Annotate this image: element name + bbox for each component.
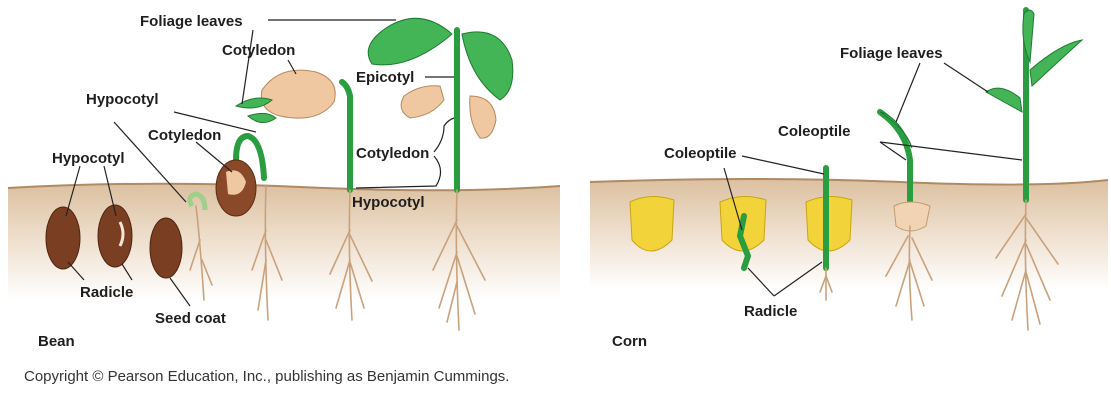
label-cotyledon-mid: Cotyledon [148, 127, 221, 144]
label-cotyledon-right: Cotyledon [356, 145, 429, 162]
bean-seed-1 [46, 207, 80, 269]
label-corn: Corn [612, 333, 647, 350]
label-seed-coat: Seed coat [155, 310, 226, 327]
label-epicotyl: Epicotyl [356, 69, 414, 86]
label-radicle-corn: Radicle [744, 303, 797, 320]
label-cotyledon-top: Cotyledon [222, 42, 295, 59]
label-coleoptile-right: Coleoptile [778, 123, 851, 140]
label-hypocotyl-right: Hypocotyl [352, 194, 425, 211]
copyright-notice: Copyright © Pearson Education, Inc., pub… [24, 368, 509, 385]
label-coleoptile-left: Coleoptile [664, 145, 737, 162]
label-foliage-leaves-bean: Foliage leaves [140, 13, 243, 30]
corn-stage-1 [630, 196, 674, 251]
label-hypocotyl-upper: Hypocotyl [86, 91, 159, 108]
soil-bean [8, 184, 560, 300]
label-foliage-leaves-corn: Foliage leaves [840, 45, 943, 62]
label-radicle-bean: Radicle [80, 284, 133, 301]
label-hypocotyl-left: Hypocotyl [52, 150, 125, 167]
label-bean: Bean [38, 333, 75, 350]
